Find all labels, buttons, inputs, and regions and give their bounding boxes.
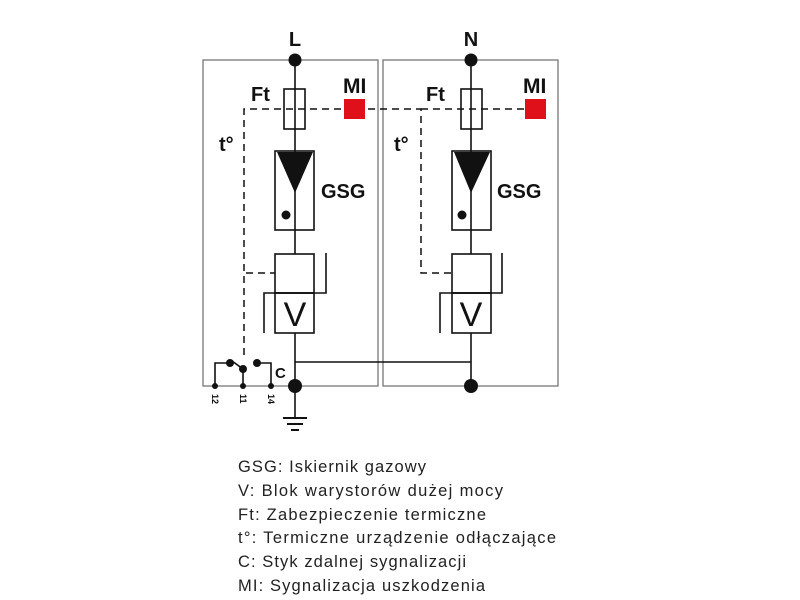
terminal-11-dot[interactable] [240, 383, 246, 389]
varistor-top-l [274, 253, 315, 294]
thermal-fuse-l [283, 88, 306, 130]
legend: GSG: Iskiernik gazowy V: Blok warystorów… [238, 458, 556, 595]
label-l: L [289, 29, 301, 51]
module-l [214, 60, 471, 431]
label-gsg-l: GSG [321, 181, 365, 203]
label-c: C [275, 365, 286, 382]
gas-gap-triangle-n [454, 152, 490, 193]
label-terminal-12: 12 [210, 394, 220, 404]
legend-item: t°: Termiczne urządzenie odłączające [238, 529, 556, 547]
label-gsg-n: GSG [497, 181, 541, 203]
label-terminal-14: 14 [266, 394, 276, 404]
terminal-12-dot[interactable] [212, 383, 218, 389]
label-t-n: t° [394, 134, 409, 156]
terminal-dot-l[interactable] [288, 53, 302, 67]
contact-dot [226, 359, 234, 367]
gas-gap-box-n [451, 150, 492, 231]
contact-dot [253, 359, 261, 367]
legend-item: MI: Sygnalizacja uszkodzenia [238, 577, 486, 595]
label-ft-n: Ft [426, 84, 445, 106]
terminal-14-dot[interactable] [268, 383, 274, 389]
legend-item: GSG: Iskiernik gazowy [238, 458, 427, 476]
module-n [439, 60, 503, 386]
label-t-l: t° [219, 134, 234, 156]
label-v-l: V [284, 296, 307, 334]
legend-item: Ft: Zabezpieczenie termiczne [238, 506, 486, 524]
varistor-top-n [451, 253, 492, 294]
thermal-linkage [243, 108, 545, 355]
label-v-n: V [460, 296, 483, 334]
legend-item: V: Blok warystorów dużej mocy [238, 482, 504, 500]
label-terminal-11: 11 [238, 394, 248, 404]
gas-gap-box-l [274, 150, 315, 231]
legend-item: C: Styk zdalnej sygnalizacji [238, 553, 466, 571]
label-mi-n: MI [523, 75, 546, 98]
gas-gap-dot-n [457, 210, 467, 220]
gas-gap-triangle-l [277, 152, 313, 193]
bottom-terminal-dot-n[interactable] [464, 379, 478, 393]
thermal-fuse-n [460, 88, 483, 130]
label-mi-l: MI [343, 75, 366, 98]
label-n: N [464, 29, 478, 51]
label-ft-l: Ft [251, 84, 270, 106]
gas-gap-dot-l [281, 210, 291, 220]
contact-dot [239, 365, 247, 373]
indicator-mi-l [344, 99, 365, 119]
terminal-dot-n[interactable] [464, 53, 478, 67]
ground-terminal-dot-l[interactable] [288, 379, 302, 393]
indicator-mi-n [525, 99, 546, 119]
